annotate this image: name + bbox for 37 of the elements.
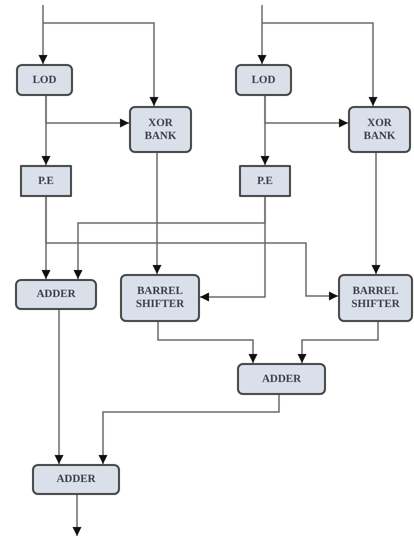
block-label: BARREL SHIFTER [134,285,186,311]
arrow [45,96,129,128]
arrow [38,5,48,64]
arrow [45,197,338,300]
block-label: LOD [32,74,56,86]
block-label: XOR BANK [362,116,396,142]
block-label: P.E [38,174,54,188]
process-box [237,363,326,395]
block-label: ADDER [56,473,96,486]
arrow [54,310,64,464]
process-box [129,106,192,153]
process-box [32,464,120,495]
process-box [20,165,72,197]
arrow [298,322,379,363]
process-box [239,165,291,197]
process-box [348,106,411,153]
process-box [16,64,73,96]
arrow [262,22,378,106]
block-label: XOR BANK [144,116,178,142]
block-label: P.E [257,174,273,188]
arrow [43,22,158,106]
block-label: ADDER [36,288,76,301]
arrow [200,197,266,302]
arrow [372,153,380,274]
block-label: LOD [252,74,276,86]
process-box [235,64,292,96]
arrow [258,5,266,64]
arrow [264,96,348,128]
arrow [98,395,280,464]
block-label: ADDER [262,372,302,386]
arrow [152,153,162,274]
arrow [157,322,258,363]
process-box [15,279,97,310]
arrow [72,495,82,536]
process-box [120,274,200,322]
block-label: BARREL SHIFTER [350,285,401,311]
process-box [338,274,413,322]
